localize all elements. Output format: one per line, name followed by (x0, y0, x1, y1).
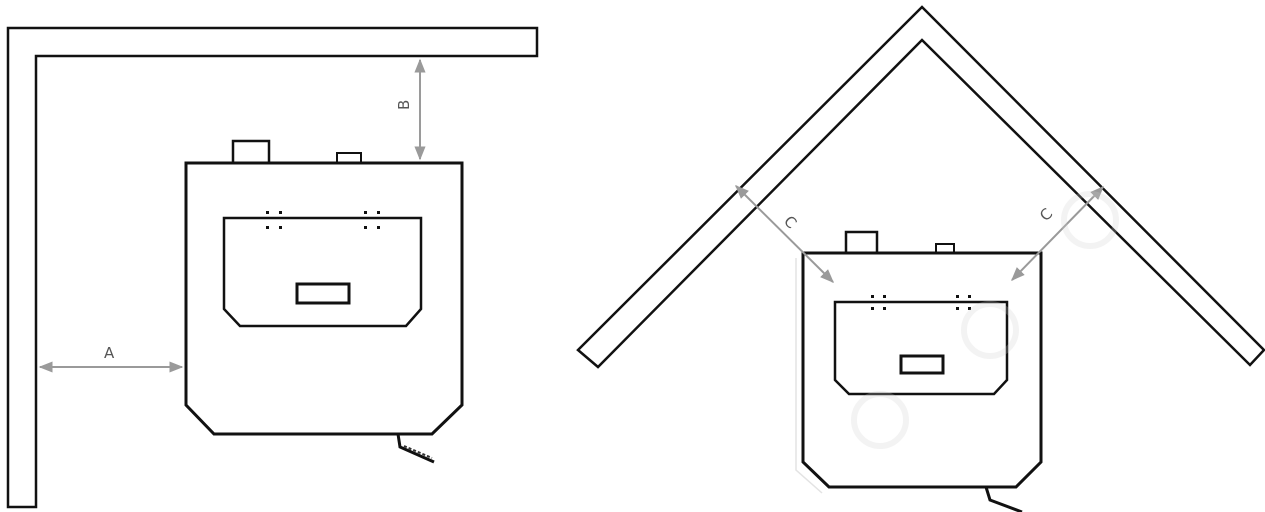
front-panel (222, 216, 423, 328)
display-window (899, 354, 945, 375)
panel-indicators (871, 295, 971, 310)
watermark (851, 191, 1119, 449)
flue-outlet (844, 230, 879, 255)
front-panel (833, 300, 1009, 396)
display-window (295, 282, 351, 305)
flue-outlet (231, 139, 271, 165)
corner-wall (6, 26, 539, 509)
dimension-c-right-label: C (1036, 205, 1056, 225)
dimension-b-label: B (395, 100, 413, 110)
dimension-a-label: A (104, 344, 115, 362)
dimension-c-left-label: C (780, 212, 800, 232)
unit-housing (184, 161, 464, 436)
dimension-c-left-line (735, 185, 834, 283)
heater-unit-left (184, 139, 464, 464)
power-cable (984, 486, 1023, 512)
dimension-c-right-line (1011, 185, 1104, 282)
angled-wall (576, 5, 1265, 369)
unit-housing (801, 251, 1043, 489)
right-figure: C C (576, 5, 1265, 512)
heater-unit-right (795, 230, 1043, 512)
left-figure: A B (6, 26, 539, 509)
panel-indicators (266, 211, 380, 229)
power-cable (396, 433, 435, 464)
